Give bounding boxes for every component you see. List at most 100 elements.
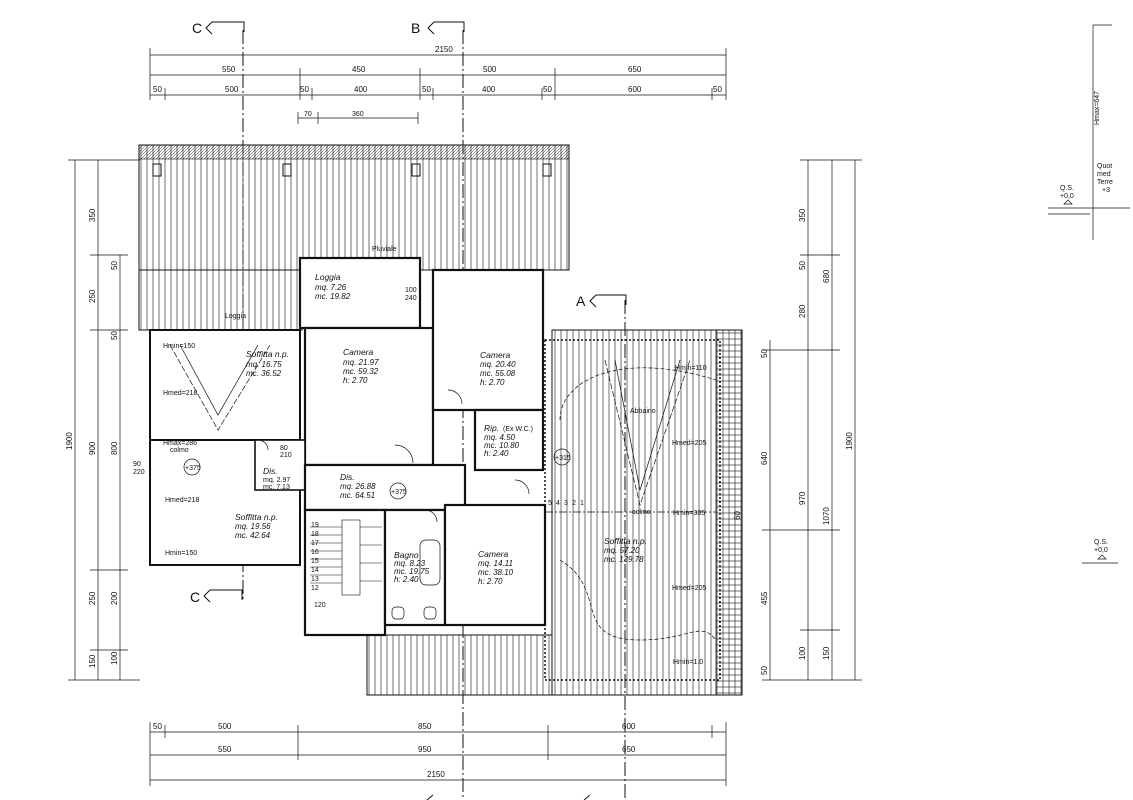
top-dim-r2-3: 400 <box>354 85 368 94</box>
left-inner-200: 200 <box>110 591 119 605</box>
qs-value-bottom: +0,0 <box>1094 547 1108 554</box>
camera2-mc: mc. 55.08 <box>480 369 516 378</box>
section-a-mid: A <box>576 293 586 309</box>
top-dimension-chains <box>149 48 727 124</box>
section-c-top: C <box>192 20 202 36</box>
stair-tail-3: 3 <box>564 500 568 507</box>
terre-label: Terre <box>1097 179 1113 186</box>
soffitta-e-mq: mq. 57.20 <box>604 546 640 555</box>
hmed-218-b: Hmed=218 <box>165 497 200 504</box>
right-inner-50-f: 50 <box>760 666 769 675</box>
dis-small-mc: mc. 7.13 <box>263 484 290 491</box>
top-dim-r2-6: 50 <box>543 85 552 94</box>
room-rip: Rip. (Ex W.C.) mq. 4.50 mc. 10.80 h: 2.4… <box>484 423 533 458</box>
camera3-mq: mq. 14.11 <box>478 559 513 568</box>
right-outer-680: 680 <box>822 269 831 283</box>
hmax-647: Hmax=647 <box>1094 91 1101 125</box>
level-375-dis: +375 <box>391 489 407 496</box>
right-mid-100: 100 <box>798 646 807 660</box>
top-dim-r2-4: 50 <box>422 85 431 94</box>
room-loggia: Loggia mq. 7.26 mc. 19.82 <box>315 272 351 301</box>
soffitta-w-name: Soffitta n.p. <box>246 349 289 359</box>
stair-num-17: 17 <box>311 540 319 547</box>
bagno-mc: mc. 19.75 <box>394 567 430 576</box>
dis-small-name: Dis. <box>263 466 278 476</box>
room-bagno: Bagno mq. 8.23 mc. 19.75 h: 2.40 <box>394 550 430 584</box>
section-c-bottom: C <box>190 589 200 605</box>
top-dim-r2-5: 400 <box>482 85 496 94</box>
bottom-dim-r1-3: 600 <box>622 722 636 731</box>
camera1-mc: mc. 59.32 <box>343 367 379 376</box>
level-375-west: +375 <box>185 465 201 472</box>
right-inner-60: 60 <box>733 511 742 520</box>
top-dim-1: 550 <box>222 65 236 74</box>
door-80: 80 <box>280 445 288 452</box>
bagno-mq: mq. 8.23 <box>394 559 426 568</box>
room-soffitta-south-west: Soffitta n.p. mq. 19.56 mc. 42.64 <box>235 512 278 540</box>
quota-label: Quot <box>1097 163 1112 170</box>
right-mid-970: 970 <box>798 491 807 505</box>
camera1-name: Camera <box>343 347 374 357</box>
right-inner-50-b: 50 <box>760 349 769 358</box>
bottom-dim-r2-1: 950 <box>418 745 432 754</box>
right-mid-350: 350 <box>798 208 807 222</box>
top-dim-r2-2: 50 <box>300 85 309 94</box>
loggia-roof-label: Loggia <box>225 313 246 320</box>
bottom-dim-r1-2: 850 <box>418 722 432 731</box>
section-arrows <box>203 21 627 800</box>
bagno-h: h: 2.40 <box>394 575 419 584</box>
room-soffitta-east: Soffitta n.p. mq. 57.20 mc. 139.78 <box>604 536 647 564</box>
room-walls <box>149 256 721 681</box>
door-240: 240 <box>405 295 417 302</box>
pluviale-label: Pluviale <box>372 246 397 253</box>
soffitta-e-mc: mc. 139.78 <box>604 555 644 564</box>
qs-label-bottom: Q.S. <box>1094 539 1108 546</box>
soffitta-sw-mc: mc. 42.64 <box>235 531 271 540</box>
camera2-mq: mq. 20.40 <box>480 360 516 369</box>
plus3-label: +3 <box>1102 187 1110 194</box>
top-dim-r3-0: 70 <box>304 111 312 118</box>
room-camera-3: Camera mq. 14.11 mc. 38.10 h: 2.70 <box>478 549 514 586</box>
left-dim-250-b: 250 <box>88 591 97 605</box>
rip-name: Rip. <box>484 423 499 433</box>
roof-west <box>138 269 303 331</box>
room-camera-1: Camera mq. 21.97 mc. 59.32 h: 2.70 <box>343 347 379 385</box>
bath-fixtures <box>391 539 441 620</box>
bottom-dim-r1-0: 50 <box>153 722 162 731</box>
hmed-218-a: Hmed=218 <box>163 390 198 397</box>
dis-mc: mc. 64.51 <box>340 491 375 500</box>
bottom-dim-r2-2: 650 <box>622 745 636 754</box>
left-inner-50-c: 50 <box>110 331 119 340</box>
rip-note: (Ex W.C.) <box>503 426 533 433</box>
elevation-marks <box>1048 24 1130 564</box>
bottom-dim-r2-0: 550 <box>218 745 232 754</box>
right-mid-280: 280 <box>798 304 807 318</box>
med-label: med <box>1097 171 1111 178</box>
soffitta-w-mq: mq. 16.75 <box>246 360 282 369</box>
level-315-east: +315 <box>555 455 571 462</box>
stair-num-19: 19 <box>311 522 319 529</box>
right-inner-50-a: 50 <box>798 261 807 270</box>
left-inner-50-a: 50 <box>110 261 119 270</box>
stair-tail-1: 1 <box>580 500 584 507</box>
stair-num-12: 12 <box>311 585 319 592</box>
camera3-h: h: 2.70 <box>478 577 503 586</box>
bottom-total-dim: 2150 <box>427 770 445 779</box>
door-swings <box>257 389 530 523</box>
camera3-name: Camera <box>478 549 509 559</box>
dis-mq: mq. 26.88 <box>340 482 376 491</box>
right-total-dim: 1900 <box>845 432 854 450</box>
left-inner-800: 800 <box>110 441 119 455</box>
left-total-dim: 1900 <box>65 432 74 450</box>
room-camera-2: Camera mq. 20.40 mc. 55.08 h: 2.70 <box>480 350 516 387</box>
soffitta-w-mc: mc. 36.52 <box>246 369 282 378</box>
qs-value-top: +0,0 <box>1060 193 1074 200</box>
door-100: 100 <box>405 287 417 294</box>
roof-south <box>366 634 553 696</box>
room-soffitta-west: Soffitta n.p. mq. 16.75 mc. 36.52 <box>246 349 289 378</box>
top-dim-3: 500 <box>483 65 497 74</box>
top-dim-r2-0: 50 <box>153 85 162 94</box>
hmin-305: Hmin=305 <box>673 510 705 517</box>
hmin-110: Hmin=110 <box>675 365 707 372</box>
